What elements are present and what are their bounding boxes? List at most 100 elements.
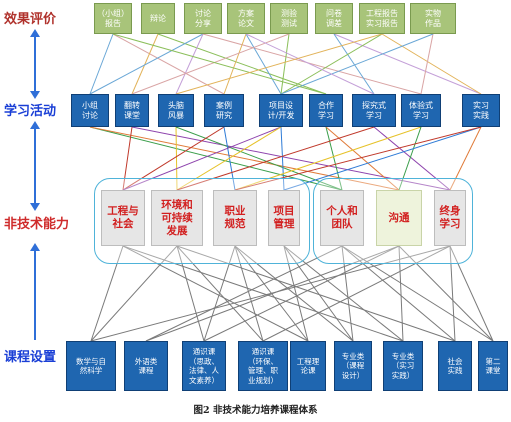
link-eval-activity (89, 33, 204, 95)
link-nontech-course (449, 245, 456, 342)
link-nontech-course (145, 245, 400, 342)
arrow-eval-activities (30, 29, 40, 99)
link-activity-nontech (89, 126, 400, 191)
course-box-1: 外语类 课程 (124, 341, 168, 391)
course-box-6: 专业类 （实习 实践） (383, 341, 423, 391)
link-nontech-course (203, 245, 400, 342)
course-box-0: 数学与自 然科学 (66, 341, 116, 391)
link-eval-activity (333, 33, 375, 95)
link-nontech-course (203, 245, 236, 342)
link-nontech-course (398, 245, 494, 342)
link-activity-nontech (398, 126, 422, 191)
link-activity-nontech (122, 126, 282, 191)
link-eval-activity (245, 33, 282, 95)
link-nontech-course (341, 245, 456, 342)
nontech-box-3: 项目 管理 (268, 190, 300, 246)
link-activity-nontech (131, 126, 451, 191)
link-activity-nontech (325, 126, 343, 191)
nontech-box-6: 终身 学习 (434, 190, 466, 246)
activity-box-1: 翻转 课堂 (115, 94, 149, 127)
link-activity-nontech (373, 126, 451, 191)
row-label-activities: 学习活动 (4, 104, 57, 119)
link-activity-nontech (122, 126, 133, 191)
eval-box-3: 方案 论文 (227, 3, 265, 34)
link-nontech-course (234, 245, 264, 342)
link-nontech-course (122, 245, 404, 342)
nontech-box-1: 环境和 可持续 发展 (151, 190, 203, 246)
link-nontech-course (398, 245, 404, 342)
link-nontech-course (262, 245, 451, 342)
row-label-nontech: 非技术能力 (4, 217, 70, 232)
eval-box-7: 实物 作品 (410, 3, 456, 34)
link-activity-nontech (176, 126, 282, 191)
link-activity-nontech (449, 126, 482, 191)
nontech-box-5: 沟通 (376, 190, 422, 246)
course-box-3: 通识课 （环保、 管理、职 业规划） (238, 341, 288, 391)
activity-box-4: 项目设 计/开发 (259, 94, 303, 127)
figure-caption: 图2 非技术能力培养课程体系 (193, 405, 318, 416)
activity-box-8: 实习 实践 (462, 94, 500, 127)
link-nontech-course (234, 245, 354, 342)
link-eval-activity (112, 33, 327, 95)
activity-box-5: 合作 学习 (309, 94, 343, 127)
activity-box-0: 小组 讨论 (71, 94, 109, 127)
link-nontech-course (90, 245, 451, 342)
eval-box-0: （小组） 报告 (94, 3, 132, 34)
link-nontech-course (90, 245, 124, 342)
link-eval-activity (131, 33, 290, 95)
course-box-8: 第二 课堂 (478, 341, 508, 391)
link-activity-nontech (325, 126, 400, 191)
link-activity-nontech (175, 126, 343, 191)
eval-box-5: 问卷 调差 (315, 3, 353, 34)
link-nontech-course (283, 245, 309, 342)
link-nontech-course (176, 245, 456, 342)
eval-box-4: 测验 测试 (270, 3, 308, 34)
link-nontech-course (90, 245, 178, 342)
row-label-courses: 课程设置 (4, 350, 57, 365)
arrow-courses-nontech (30, 243, 40, 340)
arrow-activities-nontech (30, 121, 40, 211)
link-eval-activity (223, 33, 247, 95)
course-box-4: 工程理 论课 (290, 341, 326, 391)
link-eval-activity (175, 33, 204, 95)
link-eval-activity (112, 33, 225, 95)
row-label-evaluation: 效果评价 (4, 12, 57, 27)
link-eval-activity (381, 33, 482, 95)
link-eval-activity (333, 33, 482, 95)
link-nontech-course (176, 245, 205, 342)
course-box-5: 专业类 （课程 设计） (334, 341, 372, 391)
link-eval-activity (175, 33, 383, 95)
link-activity-nontech (176, 126, 375, 191)
link-nontech-course (122, 245, 309, 342)
link-activity-nontech (175, 126, 178, 191)
link-eval-activity (89, 33, 114, 95)
nontech-box-4: 个人和 团队 (320, 190, 364, 246)
link-eval-activity (280, 33, 383, 95)
activity-box-2: 头脑 风暴 (158, 94, 194, 127)
link-nontech-course (283, 245, 404, 342)
link-activity-nontech (283, 126, 482, 191)
link-activity-nontech (234, 126, 482, 191)
eval-box-2: 讨论 分享 (184, 3, 222, 34)
course-box-2: 通识课 （思政、 法律、人 文素养） (182, 341, 226, 391)
course-box-7: 社会 实践 (438, 341, 472, 391)
link-activity-nontech (280, 126, 285, 191)
link-eval-activity (202, 33, 422, 95)
link-activity-nontech (234, 126, 422, 191)
link-nontech-course (145, 245, 343, 342)
link-activity-nontech (122, 126, 225, 191)
nontech-box-0: 工程与 社会 (101, 190, 145, 246)
link-eval-activity (245, 33, 375, 95)
nontech-box-2: 职业 规范 (213, 190, 257, 246)
link-eval-activity (131, 33, 159, 95)
link-eval-activity (280, 33, 434, 95)
activity-box-7: 体验式 学习 (401, 94, 441, 127)
link-eval-activity (280, 33, 290, 95)
activity-box-6: 探究式 学习 (352, 94, 396, 127)
link-nontech-course (341, 245, 354, 342)
eval-box-6: 工程报告 实习报告 (359, 3, 405, 34)
activity-box-3: 案例 研究 (204, 94, 244, 127)
link-eval-activity (420, 33, 434, 95)
link-eval-activity (157, 33, 327, 95)
